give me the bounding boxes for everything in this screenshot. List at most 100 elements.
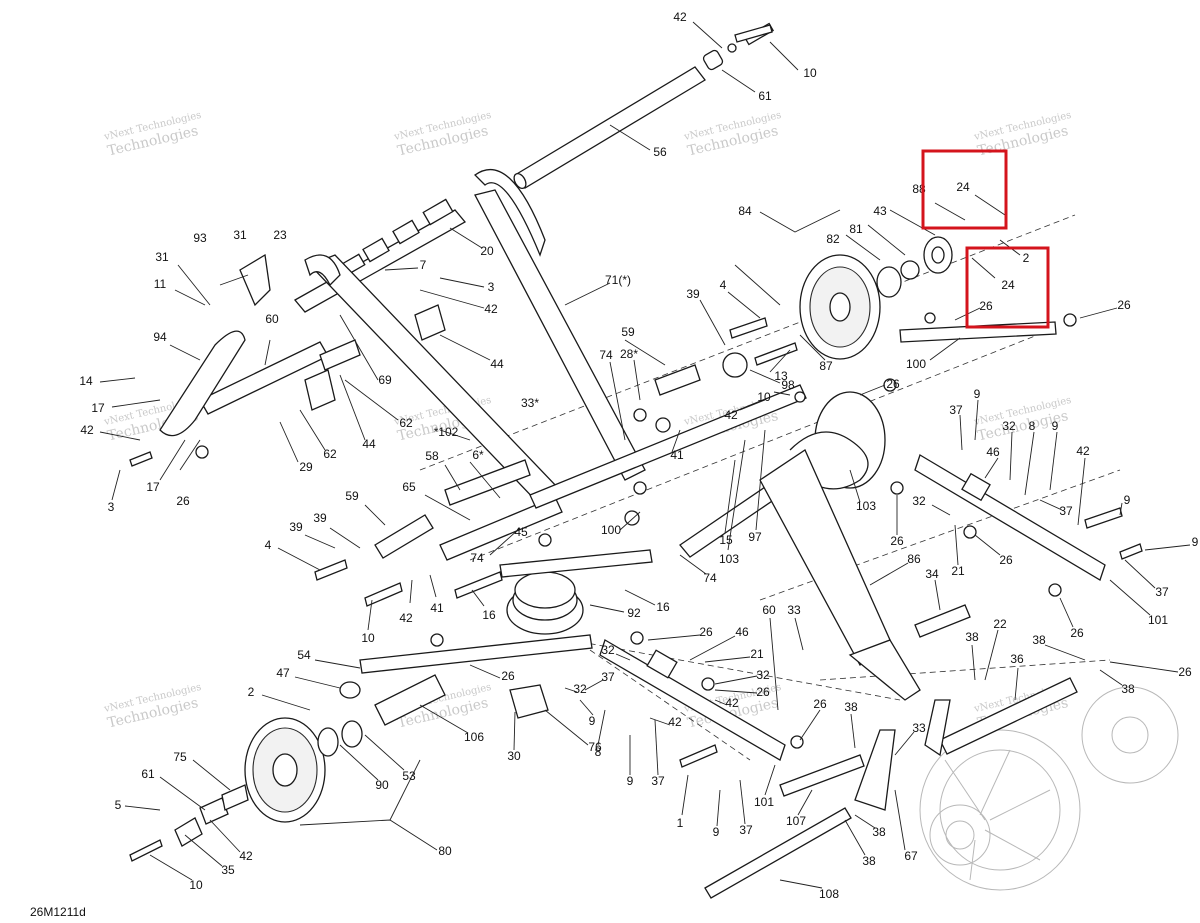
callout-9: 9 [1052,419,1059,433]
callout-39: 39 [686,287,700,301]
callout-46: 46 [986,445,1000,459]
callout-74: 74 [599,348,613,362]
callout-38: 38 [1032,633,1046,647]
callout-9: 9 [713,825,720,839]
callout-37: 37 [1059,504,1073,518]
callout-10: 10 [361,631,375,645]
callout-32: 32 [912,494,926,508]
callout-10: 10 [757,390,771,404]
callout-26: 26 [501,669,515,683]
callout-13: 13 [774,369,788,383]
callout-42: 42 [724,408,738,422]
callout-21: 21 [951,564,965,578]
callout-2: 2 [1023,251,1030,265]
callout-26: 26 [756,685,770,699]
callout-103: 103 [856,499,876,513]
callout-71(*): 71(*) [605,273,631,287]
callout-81: 81 [849,222,863,236]
callout-9: 9 [974,387,981,401]
callout-43: 43 [873,204,887,218]
callout-26: 26 [813,697,827,711]
callout-26: 26 [999,553,1013,567]
callout-20: 20 [480,244,494,258]
callout-100: 100 [906,357,926,371]
callout-31: 31 [233,228,247,242]
callout-33*: 33* [521,396,539,410]
callout-94: 94 [153,330,167,344]
callout-26: 26 [890,534,904,548]
callout-65: 65 [402,480,416,494]
highlight-box-part-24-lower [965,246,1050,329]
callout-53: 53 [402,769,416,783]
callout-14: 14 [79,374,93,388]
callout-62: 62 [323,447,337,461]
callout-26: 26 [1117,298,1131,312]
callout-42: 42 [1076,444,1090,458]
callout-56: 56 [653,145,667,159]
callout-26: 26 [1070,626,1084,640]
callout-74: 74 [703,571,717,585]
callout-28*: 28* [620,347,638,361]
callout-21: 21 [750,647,764,661]
callout-60: 60 [265,312,279,326]
callout-38: 38 [872,825,886,839]
callout-24: 24 [1001,278,1015,292]
callout-86: 86 [907,552,921,566]
callout-32: 32 [756,668,770,682]
callout-87: 87 [819,359,833,373]
callout-8: 8 [1029,419,1036,433]
callout-41: 41 [430,601,444,615]
callout-10: 10 [189,878,203,892]
highlight-box-part-24-upper [921,149,1008,230]
callout-42: 42 [239,849,253,863]
parts [129,22,1143,899]
callout-62: 62 [399,416,413,430]
callout-59: 59 [345,489,359,503]
ghost-wheels [919,686,1179,891]
callout-30: 30 [507,749,521,763]
callout-61: 61 [758,89,772,103]
callout-106: 106 [464,730,484,744]
callout-93: 93 [193,231,207,245]
callout-26: 26 [699,625,713,639]
callout-24: 24 [956,180,970,194]
callout-69: 69 [378,373,392,387]
callout-42: 42 [80,423,94,437]
callout-36: 36 [1010,652,1024,666]
callout-47: 47 [276,666,290,680]
callout-26: 26 [176,494,190,508]
callout-38: 38 [965,630,979,644]
callout-42: 42 [668,715,682,729]
callout-38: 38 [844,700,858,714]
callout-100: 100 [601,523,621,537]
callout-33: 33 [787,603,801,617]
callout-92: 92 [627,606,641,620]
callout-16: 16 [482,608,496,622]
callout-3: 3 [108,500,115,514]
callout-23: 23 [273,228,287,242]
callout-31: 31 [155,250,169,264]
callout-67: 67 [904,849,918,863]
callout-42: 42 [673,10,687,24]
callout-9: 9 [1192,535,1199,549]
callout-39: 39 [289,520,303,534]
callout-42: 42 [725,696,739,710]
leader-lines [99,21,1191,889]
callout-74: 74 [470,551,484,565]
callout-9: 9 [1124,493,1131,507]
callout-32: 32 [573,682,587,696]
callout-26: 26 [886,377,900,391]
callout-35: 35 [221,863,235,877]
callout-29: 29 [299,460,313,474]
callout-107: 107 [786,814,806,828]
callout-76: 76 [588,740,602,754]
callout-26: 26 [979,299,993,313]
drawing-code: 26M1211d [30,905,86,919]
callout-37: 37 [949,403,963,417]
callout-26: 26 [1178,665,1192,679]
callout-37: 37 [739,823,753,837]
callout-44: 44 [362,437,376,451]
callout-58: 58 [425,449,439,463]
callout-60: 60 [762,603,776,617]
callout-3: 3 [488,280,495,294]
